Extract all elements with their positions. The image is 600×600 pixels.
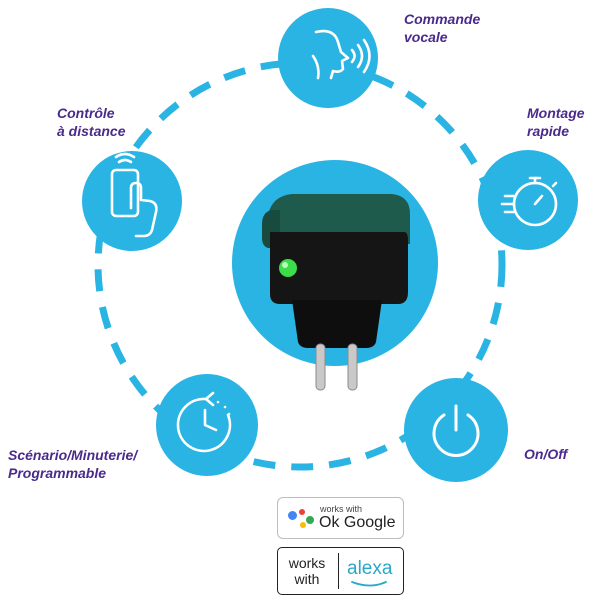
phone-tap-icon — [110, 152, 158, 238]
smart-plug — [232, 160, 438, 391]
voice-command-node — [278, 8, 378, 108]
google-dot-yellow — [300, 522, 306, 528]
alexa-badge-works-with: works with — [288, 555, 326, 587]
feature-label-voice: Commande vocale — [404, 11, 481, 45]
voice-command-icon — [311, 29, 371, 80]
alexa-badge-logo-text: alexa — [347, 558, 393, 579]
quick-mount-node — [478, 150, 578, 250]
plug-pin-left — [315, 343, 326, 391]
google-dot-blue — [288, 511, 297, 520]
power-icon — [432, 404, 480, 457]
remote-control-node — [82, 151, 182, 251]
status-led — [279, 259, 297, 277]
feature-label-remote: Contrôle à distance — [57, 105, 126, 139]
plug-pin-right — [347, 343, 358, 391]
feature-label-power: On/Off — [524, 446, 568, 462]
power-node — [404, 378, 508, 482]
alexa-smile-icon — [351, 581, 387, 587]
google-badge-big-text: Ok Google — [319, 514, 396, 531]
timer-node — [156, 374, 258, 476]
plug-cover — [268, 194, 410, 244]
alexa-badge — [277, 547, 404, 595]
google-badge-small-text: works with — [320, 504, 363, 514]
google-dot-red — [299, 509, 305, 515]
plug-body — [270, 232, 408, 304]
feature-label-timer: Scénario/Minuterie/ Programmable — [8, 447, 138, 481]
feature-label-mount: Montage rapide — [527, 105, 585, 139]
alexa-badge-divider — [338, 553, 339, 589]
plug-base — [292, 300, 382, 348]
stopwatch-icon — [500, 176, 558, 227]
google-dot-green — [306, 516, 314, 524]
clock-timer-icon — [176, 391, 232, 453]
google-badge — [277, 497, 404, 539]
